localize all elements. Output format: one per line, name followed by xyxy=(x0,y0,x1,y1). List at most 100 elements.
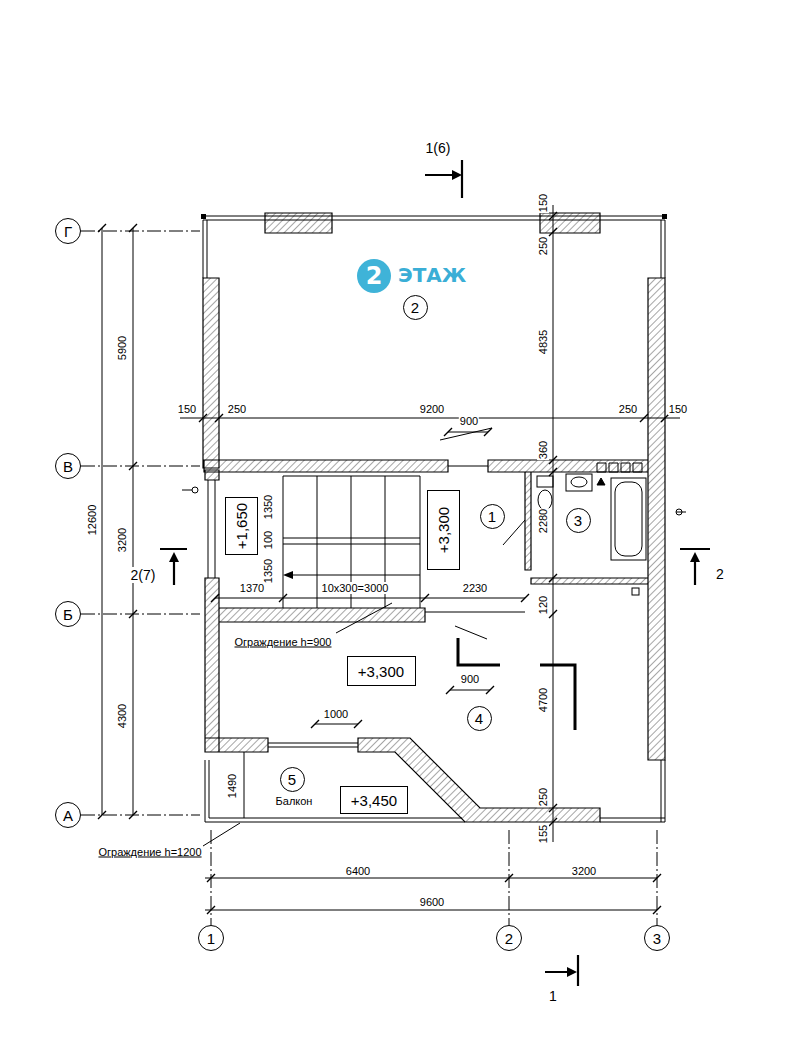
axis-or-room-circle: 3 xyxy=(644,925,670,951)
bathtub-inner xyxy=(615,482,642,556)
dimension-label: 5900 xyxy=(116,335,128,361)
circle-label: А xyxy=(63,807,73,824)
circle-label: Б xyxy=(63,606,73,623)
dimension-label: 12600 xyxy=(86,504,98,537)
section-label: 2 xyxy=(715,566,725,582)
circle-label: 2 xyxy=(411,299,419,316)
section-mark-top xyxy=(425,160,462,198)
dimension-label: 250 xyxy=(537,236,549,256)
dimension-label: 150 xyxy=(177,403,197,415)
section-label: 1(6) xyxy=(425,140,452,156)
dimension-label: 3200 xyxy=(116,527,128,553)
level-mark: +1,650 xyxy=(233,503,250,549)
section-label: 1 xyxy=(548,988,558,1004)
axis-or-room-circle: 1 xyxy=(198,925,224,951)
axis-lines xyxy=(81,231,657,925)
toilet-tank xyxy=(537,476,553,487)
axis-or-room-circle: 3 xyxy=(566,508,591,533)
dimension-label: 4700 xyxy=(537,687,549,713)
logo-circle xyxy=(357,259,391,293)
walls xyxy=(203,213,665,822)
circle-label: Г xyxy=(64,223,72,240)
circle-label: В xyxy=(63,458,73,475)
dimension-label: 360 xyxy=(537,440,549,460)
section-arrow xyxy=(452,170,462,180)
axis-or-room-circle: 1 xyxy=(480,504,505,529)
level-mark: +3,300 xyxy=(435,507,452,553)
axis-or-room-circle: 2 xyxy=(403,295,428,320)
stair-arrowhead xyxy=(283,571,293,579)
dimension-label: 1000 xyxy=(323,708,349,720)
dimension-label: Балкон xyxy=(275,795,314,807)
section-label: 2(7) xyxy=(130,567,157,583)
hatched-walls xyxy=(203,213,665,822)
circle-label: 5 xyxy=(288,771,296,788)
partitions xyxy=(458,638,575,730)
axis-or-room-circle: А xyxy=(55,802,81,828)
dimension-label: 4835 xyxy=(537,329,549,355)
dimension-label: 10х300=3000 xyxy=(321,582,390,594)
circle-label: 3 xyxy=(653,930,661,947)
dimension-label: 250 xyxy=(537,787,549,807)
axis-or-room-circle: 2 xyxy=(496,925,522,951)
dimension-label: 1370 xyxy=(239,582,265,594)
dimension-label: 120 xyxy=(537,595,549,615)
dimension-label: 4300 xyxy=(116,703,128,729)
section-mark-right xyxy=(680,549,710,585)
dimension-label: 1490 xyxy=(226,773,238,799)
floor-logo: 2 ЭТАЖ xyxy=(356,258,496,294)
section-marks xyxy=(160,160,710,986)
circle-label: 1 xyxy=(207,930,215,947)
dimension-label: 9600 xyxy=(419,896,445,908)
dimension-label: 2280 xyxy=(537,508,549,534)
axis-or-room-circle: Б xyxy=(55,601,81,627)
logo-word: ЭТАЖ xyxy=(398,264,466,286)
thin-lines xyxy=(81,205,680,925)
glazing xyxy=(203,216,665,822)
dimension-label: 1350 xyxy=(262,558,274,584)
axis-or-room-circle: 4 xyxy=(467,706,492,731)
axis-or-room-circle: В xyxy=(55,453,81,479)
dimension-label: 900 xyxy=(460,673,480,685)
outlet-symbol xyxy=(676,509,682,515)
section-arrow xyxy=(690,552,700,562)
section-mark-left xyxy=(160,549,187,585)
dimension-label: 2230 xyxy=(462,582,488,594)
note-label: Ограждение h=900 xyxy=(234,636,333,649)
dimension-label: 250 xyxy=(227,403,247,415)
circle-label: 1 xyxy=(488,508,496,525)
dimension-label: 100 xyxy=(262,530,274,550)
dimension-label: 150 xyxy=(668,403,688,415)
level-mark: +3,300 xyxy=(358,663,404,680)
logo-number: 2 xyxy=(366,262,383,290)
section-arrow xyxy=(169,552,179,562)
dimension-label: 250 xyxy=(618,403,638,415)
dimension-label: 3200 xyxy=(571,865,597,877)
circle-label: 2 xyxy=(505,930,513,947)
dimension-label: 1350 xyxy=(262,494,274,520)
dimension-ticks xyxy=(98,212,669,914)
circle-label: 3 xyxy=(574,512,582,529)
outlet-symbol xyxy=(192,487,198,493)
level-mark-box: +1,650 xyxy=(225,497,258,555)
level-mark: +3,450 xyxy=(351,792,397,809)
corner-dot xyxy=(662,214,667,219)
axis-or-room-circle: Г xyxy=(55,218,81,244)
dimension-lines xyxy=(102,205,680,910)
circle-label: 4 xyxy=(475,710,483,727)
dimension-label: 155 xyxy=(537,824,549,844)
corner-dot xyxy=(201,214,206,219)
sink xyxy=(566,474,592,491)
riser-box xyxy=(632,588,639,595)
fixtures xyxy=(182,463,686,595)
level-mark-box: +3,450 xyxy=(340,786,408,814)
note-label: Ограждение h=1200 xyxy=(97,846,202,859)
axis-or-room-circle: 5 xyxy=(280,767,305,792)
level-mark-box: +3,300 xyxy=(427,490,460,570)
stair-treads xyxy=(283,476,525,612)
dimension-label: 150 xyxy=(537,193,549,213)
dimension-label: 6400 xyxy=(345,865,371,877)
stair-arrow xyxy=(290,575,420,576)
